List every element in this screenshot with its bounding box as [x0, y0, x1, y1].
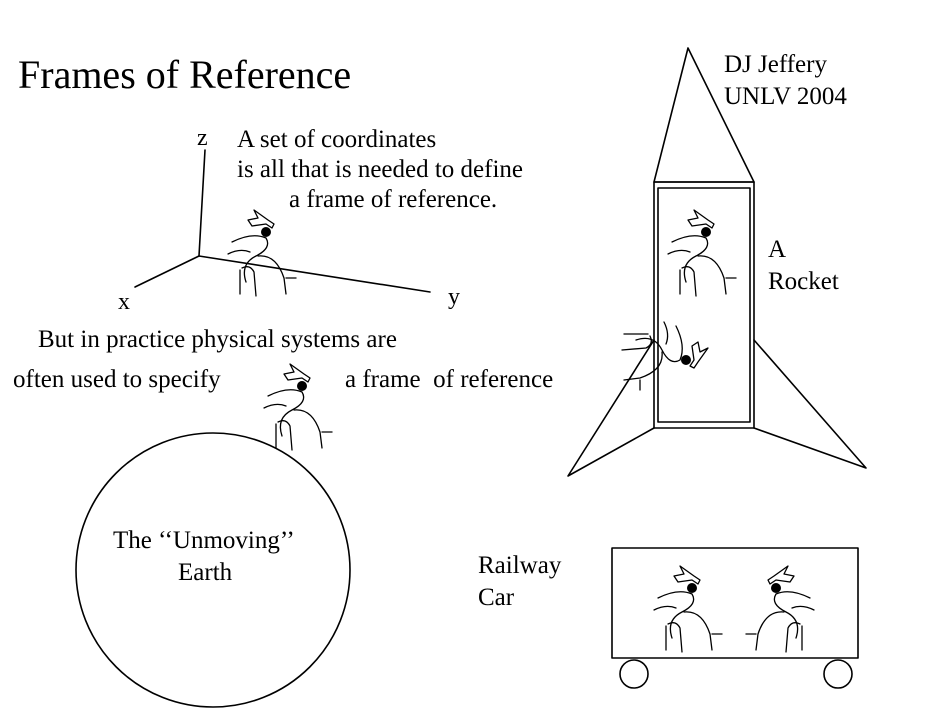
- coordinates-text-line2: is all that is needed to define: [237, 156, 524, 183]
- practice-text-line2a: often used to specify: [13, 366, 221, 393]
- page-title: Frames of Reference: [18, 52, 352, 97]
- practice-text-line1: But in practice physical systems are: [38, 326, 397, 353]
- rocket-left-fin: [567, 339, 655, 477]
- railway-car-body: [611, 547, 859, 659]
- earth-label-line2: Earth: [178, 559, 233, 586]
- author-affiliation: UNLV 2004: [724, 83, 847, 110]
- observer-railway-right-figure: [745, 565, 815, 653]
- x-axis-line: [134, 255, 200, 288]
- y-axis-line: [198, 255, 431, 293]
- z-axis-line: [198, 149, 206, 257]
- rocket-body-inner: [657, 187, 751, 423]
- rocket-body-outer: [653, 181, 755, 429]
- rocket-label-line2: Rocket: [768, 268, 839, 295]
- observer-rocket-lower-figure: [621, 321, 709, 391]
- earth-circle: [75, 432, 351, 708]
- author-name: DJ Jeffery: [724, 51, 827, 78]
- railway-wheel-right: [823, 659, 853, 689]
- railway-label-line1: Railway: [478, 552, 562, 579]
- observer-rocket-upper-figure: [667, 209, 737, 297]
- rocket-drawing: [567, 47, 867, 477]
- observer-earth-figure: [263, 363, 333, 451]
- earth-label-line1: The ‘‘Unmoving’’: [113, 527, 295, 554]
- coordinates-text-line3: a frame of reference.: [289, 186, 498, 213]
- y-axis-label: y: [448, 284, 460, 310]
- railway-car-drawing: [611, 547, 859, 689]
- coordinates-text-line1: A set of coordinates: [237, 126, 437, 153]
- railway-label-line2: Car: [478, 584, 515, 611]
- railway-wheel-left: [619, 659, 649, 689]
- x-axis-label: x: [118, 289, 130, 315]
- observer-origin-figure: [227, 209, 297, 297]
- coordinate-axes: [134, 149, 431, 293]
- rocket-label-line1: A: [768, 236, 787, 263]
- practice-text-line2b: a frame of reference: [345, 366, 554, 393]
- rocket-right-fin: [753, 339, 867, 469]
- z-axis-label: z: [197, 125, 208, 151]
- observer-railway-left-figure: [653, 565, 723, 653]
